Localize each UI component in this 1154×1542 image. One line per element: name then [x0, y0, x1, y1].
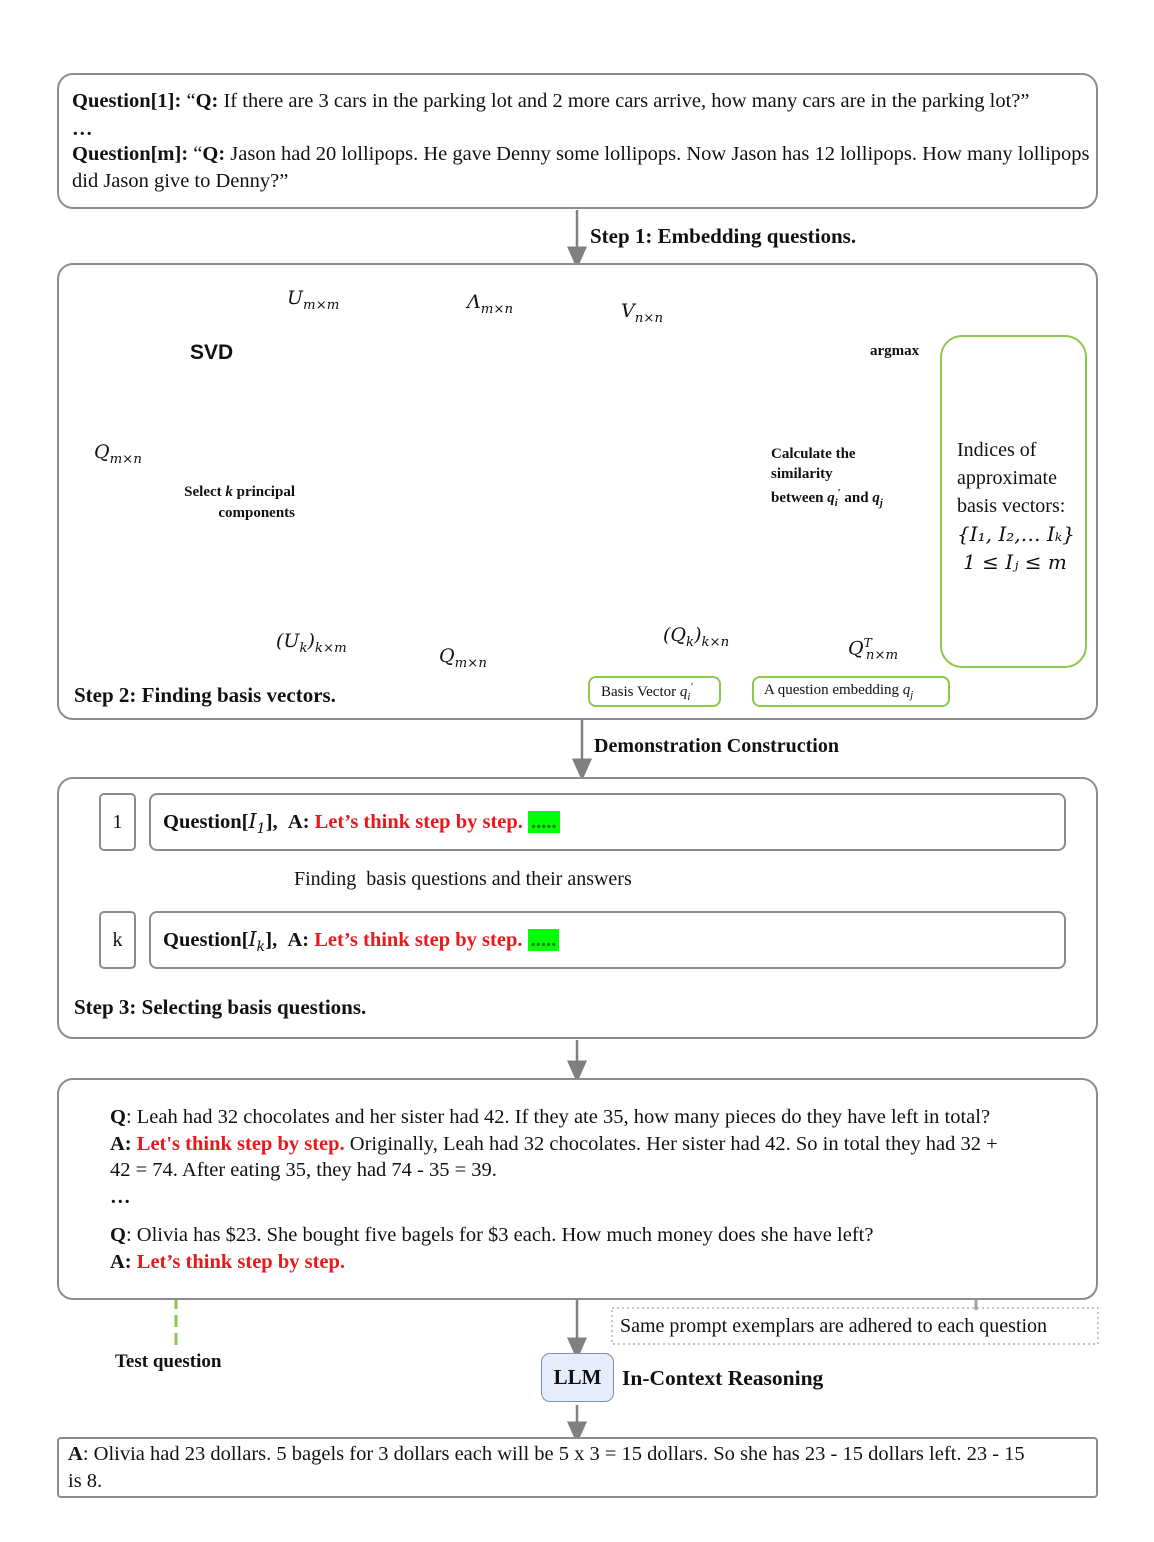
question-embedding-label: A question embedding qj [764, 682, 914, 701]
finding-basis-text: Finding basis questions and their answer… [294, 868, 632, 890]
step1-label: Step 1: Embedding questions. [590, 224, 857, 248]
caption-V-nxn: Vn×n [621, 300, 664, 326]
exemplar-text: Q: Leah had 32 chocolates and her sister… [110, 1106, 998, 1208]
caption-Uk-kxm: (Uk)k×m [276, 630, 347, 656]
select-k-label: Select k principal components [184, 484, 295, 521]
basis-vector-label: Basis Vector qi′ [601, 682, 693, 703]
question-embedding-box [752, 676, 950, 707]
rowk-demo-text: Question[Ik], A: Let’s think step by ste… [163, 927, 560, 955]
svd-label: SVD [190, 341, 234, 364]
in-context-reasoning-label: In-Context Reasoning [622, 1366, 824, 1390]
row1-demo-text: Question[I1], A: Let’s think step by ste… [163, 809, 560, 837]
caption-QT-nxm: QTn×m [848, 636, 899, 664]
llm-node: LLM [541, 1353, 614, 1402]
row1-index-box: 1 [99, 793, 136, 851]
test-question-label: Test question [115, 1351, 222, 1372]
test-question-text: Q: Olivia has $23. She bought five bagel… [110, 1224, 874, 1273]
caption-Q-mxn-top: Qm×n [94, 441, 142, 467]
rowk-demo-box [149, 911, 1066, 969]
caption-Q-mxn-bottom: Qm×n [439, 645, 487, 671]
caption-Qk-kxn: (Qk)k×n [663, 624, 730, 650]
indices-set: {I₁, I₂,… Iₖ} [957, 522, 1075, 546]
same-prompt-note: Same prompt exemplars are adhered to eac… [620, 1315, 1048, 1337]
same-prompt-note-frame [611, 1307, 1099, 1345]
row1-answer-placeholder: ..... [528, 811, 560, 833]
rowk-answer-placeholder: ..... [527, 929, 560, 951]
final-answer-text: A: Olivia had 23 dollars. 5 bagels for 3… [68, 1443, 1025, 1492]
caption-U-mxm: Um×m [287, 287, 340, 313]
final-answer-box [57, 1437, 1098, 1498]
step2-label: Step 2: Finding basis vectors. [74, 683, 336, 707]
calculate-similarity-label: Calculate the similarity between qi′ and… [771, 446, 883, 509]
argmax-label: argmax [870, 343, 920, 359]
question-1: Question[1]: “Q: If there are 3 cars in … [72, 90, 1030, 112]
prompt-box [57, 1078, 1098, 1300]
indices-range: 1 ≤ Iⱼ ≤ m [963, 550, 1067, 574]
questions-ellipsis: … [72, 118, 93, 140]
demo-construction-label: Demonstration Construction [594, 735, 839, 757]
row1-demo-box [149, 793, 1066, 851]
basis-vector-box [588, 676, 721, 707]
rowk-index-box: k [99, 911, 136, 969]
step2-box [57, 263, 1098, 720]
input-questions-box [57, 73, 1098, 209]
step3-label: Step 3: Selecting basis questions. [74, 995, 367, 1019]
llm-label: LLM [553, 1365, 602, 1389]
question-m: Question[m]: “Q: Jason had 20 lollipops.… [72, 143, 1090, 192]
indices-box [940, 335, 1087, 668]
caption-Lambda-mxn: Λm×n [467, 291, 514, 317]
question-m-label: Question[m]: [72, 143, 189, 165]
indices-text: Indices of approximate basis vectors: {I… [957, 436, 1082, 576]
question-1-label: Question[1]: [72, 90, 182, 112]
